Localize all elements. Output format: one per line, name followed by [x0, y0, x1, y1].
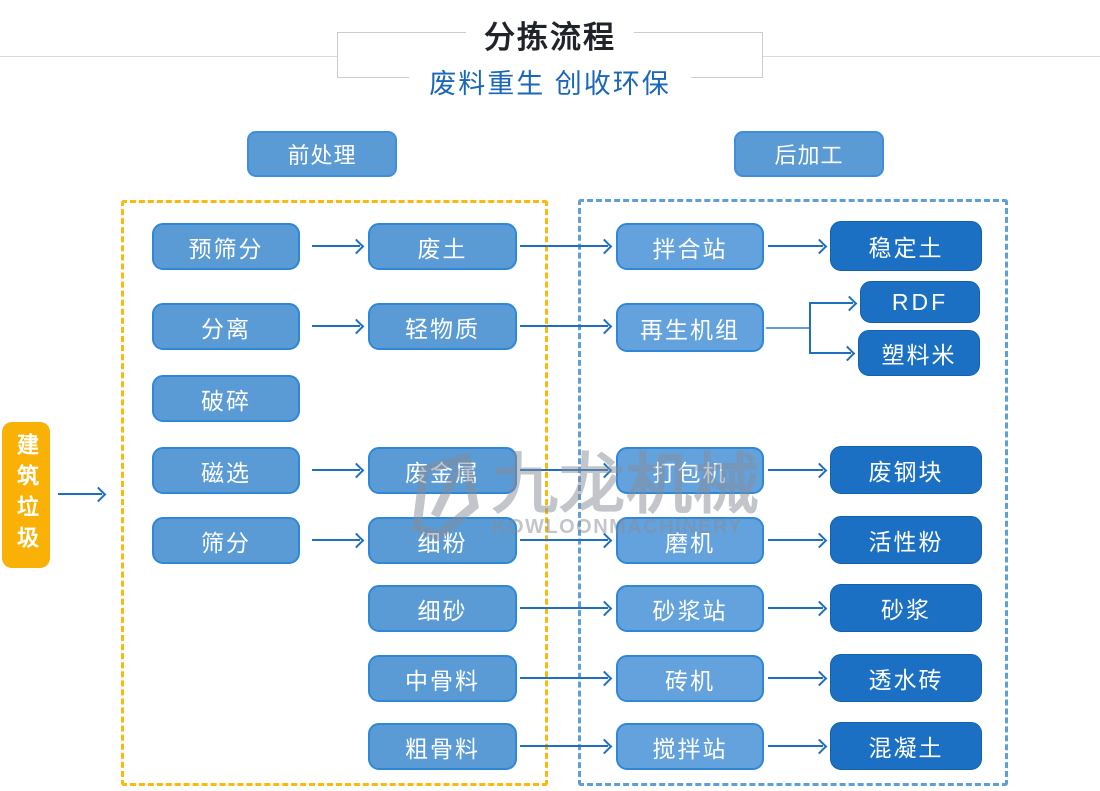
branch-stub-line	[766, 327, 810, 329]
node-coarse-aggregate: 粗骨料	[368, 723, 517, 770]
post-processing-zone	[578, 199, 1008, 786]
node-plastic-pellets: 塑料米	[858, 330, 980, 376]
node-concrete-mixing-station: 搅拌站	[616, 723, 764, 770]
node-screening: 筛分	[152, 517, 300, 564]
arrow-waste-soil-to-mixing-plant	[520, 245, 608, 247]
arrow-mixing-station-to-concrete	[768, 745, 823, 747]
arrow-waste-metal-to-baler	[520, 469, 608, 471]
node-active-powder: 活性粉	[830, 516, 982, 564]
node-separation: 分离	[152, 303, 300, 350]
arrow-magnetic-separation-to-waste-metal	[312, 469, 360, 471]
node-mill: 磨机	[616, 517, 764, 564]
node-permeable-brick: 透水砖	[830, 654, 982, 702]
arrow-light-material-to-recycling-unit	[520, 325, 608, 327]
arrow-brick-machine-to-permeable-brick	[768, 677, 823, 679]
arrow-recycling-unit-to-rdf	[809, 302, 853, 304]
arrow-medium-aggregate-to-brick-machine	[520, 677, 608, 679]
node-brick-machine: 砖机	[616, 655, 764, 702]
pre-processing-zone	[121, 200, 548, 786]
node-waste-metal: 废金属	[368, 447, 517, 494]
node-magnetic-separation: 磁选	[152, 447, 300, 494]
node-waste-steel-blocks: 废钢块	[830, 446, 982, 494]
node-fine-powder: 细粉	[368, 517, 517, 564]
arrow-mill-to-active-powder	[768, 539, 823, 541]
arrow-recycling-unit-to-plastic-pellets	[809, 352, 851, 354]
arrow-source-to-pre-zone	[58, 493, 102, 495]
arrow-separation-to-light-material	[312, 325, 360, 327]
node-mortar: 砂浆	[830, 584, 982, 632]
node-pre-screening: 预筛分	[152, 223, 300, 270]
node-fine-sand: 细砂	[368, 585, 517, 632]
node-recycling-unit: 再生机组	[616, 303, 764, 352]
arrow-screening-to-fine-powder	[312, 539, 360, 541]
node-mortar-station: 砂浆站	[616, 585, 764, 632]
node-baler: 打包机	[616, 447, 764, 494]
node-rdf: RDF	[860, 281, 980, 323]
arrow-fine-sand-to-mortar-station	[520, 607, 608, 609]
arrow-coarse-aggregate-to-mixing-station	[520, 745, 608, 747]
node-medium-aggregate: 中骨料	[368, 655, 517, 702]
page-subtitle: 废料重生 创收环保	[409, 65, 691, 103]
arrow-mixing-plant-to-stabilized-soil	[768, 245, 823, 247]
node-mixing-plant: 拌合站	[616, 223, 764, 270]
post-processing-label: 后加工	[734, 131, 884, 177]
header-divider-left	[0, 56, 337, 57]
arrow-mortar-station-to-mortar	[768, 607, 823, 609]
node-construction-waste: 建筑垃圾	[2, 422, 50, 568]
header-divider-right	[763, 56, 1100, 57]
page-title: 分拣流程	[466, 17, 634, 59]
node-light-material: 轻物质	[368, 303, 517, 350]
branch-vertical-line	[809, 302, 811, 354]
arrow-pre-screening-to-waste-soil	[312, 245, 360, 247]
node-stabilized-soil: 稳定土	[830, 221, 982, 271]
pre-processing-label: 前处理	[247, 131, 397, 177]
arrow-baler-to-waste-steel	[768, 469, 823, 471]
arrow-fine-powder-to-mill	[520, 539, 608, 541]
node-crushing: 破碎	[152, 375, 300, 422]
node-concrete: 混凝土	[830, 722, 982, 770]
node-waste-soil: 废土	[368, 223, 517, 270]
